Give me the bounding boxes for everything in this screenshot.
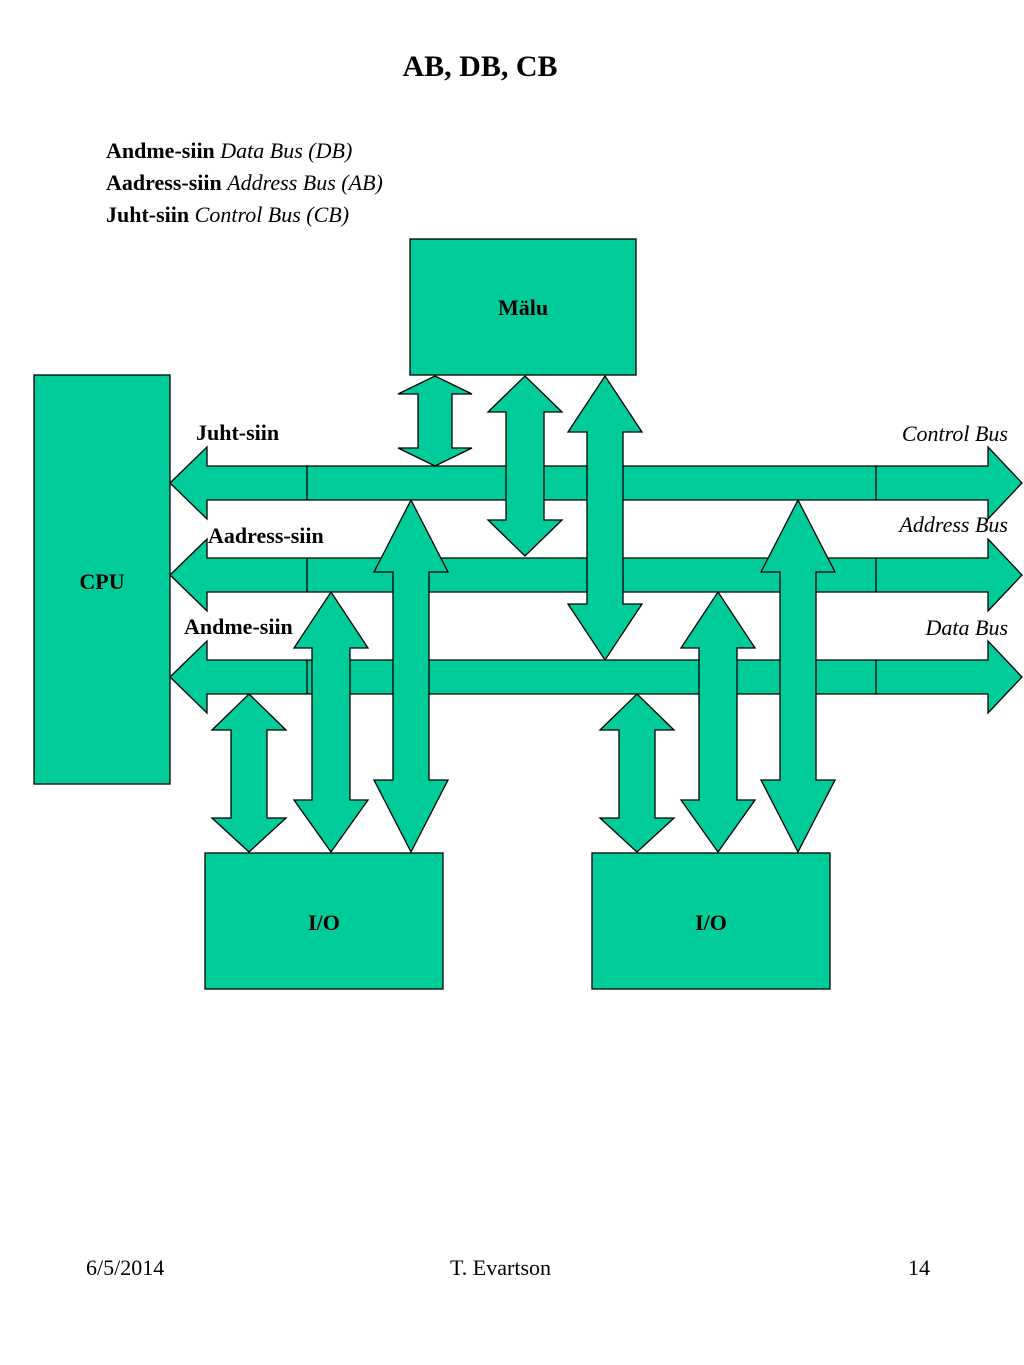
io-left-control-arrow xyxy=(210,693,288,853)
io-right-label: I/O xyxy=(695,910,727,935)
address-bus-label-en: Address Bus xyxy=(897,512,1008,537)
legend-translation: Control Bus (CB) xyxy=(194,202,350,227)
legend-term: Andme-siin xyxy=(106,138,215,163)
cpu-block xyxy=(33,374,171,785)
legend-row-data-bus: Andme-siin Data Bus (DB) xyxy=(106,135,383,167)
io-left-label: I/O xyxy=(308,910,340,935)
io-left-address-arrow xyxy=(372,498,450,854)
io-left-data-arrow xyxy=(292,590,370,854)
memory-block xyxy=(409,238,637,376)
control-bus-label-et: Juht-siin xyxy=(196,420,279,445)
legend-translation: Address Bus (AB) xyxy=(227,170,383,195)
footer-author: T. Evartson xyxy=(450,1255,552,1280)
bus-legend: Andme-siin Data Bus (DB) Aadress-siin Ad… xyxy=(106,135,383,231)
slide-title: AB, DB, CB xyxy=(402,50,558,83)
control-bus-label-en: Control Bus xyxy=(902,421,1008,446)
footer-date: 6/5/2014 xyxy=(86,1255,165,1280)
io-right-data-arrow xyxy=(679,590,757,854)
legend-translation: Data Bus (DB) xyxy=(220,138,353,163)
legend-term: Aadress-siin xyxy=(106,170,222,195)
legend-row-control-bus: Juht-siin Control Bus (CB) xyxy=(106,199,383,231)
data-bus-arrow xyxy=(169,639,1023,715)
memory-control-arrow xyxy=(397,375,473,467)
memory-address-arrow xyxy=(486,375,564,557)
io-right-address-arrow xyxy=(759,498,837,854)
memory-label: Mälu xyxy=(498,295,548,320)
io-block-left xyxy=(204,852,444,990)
address-bus-label-et: Aadress-siin xyxy=(208,523,324,548)
data-bus-label-et: Andme-siin xyxy=(184,614,293,639)
legend-row-address-bus: Aadress-siin Address Bus (AB) xyxy=(106,167,383,199)
data-bus-label-en: Data Bus xyxy=(925,615,1009,640)
io-right-control-arrow xyxy=(598,693,676,853)
footer-page-number: 14 xyxy=(908,1255,930,1280)
io-block-right xyxy=(591,852,831,990)
cpu-label: CPU xyxy=(79,569,124,594)
memory-data-arrow xyxy=(566,374,644,662)
legend-term: Juht-siin xyxy=(106,202,190,227)
